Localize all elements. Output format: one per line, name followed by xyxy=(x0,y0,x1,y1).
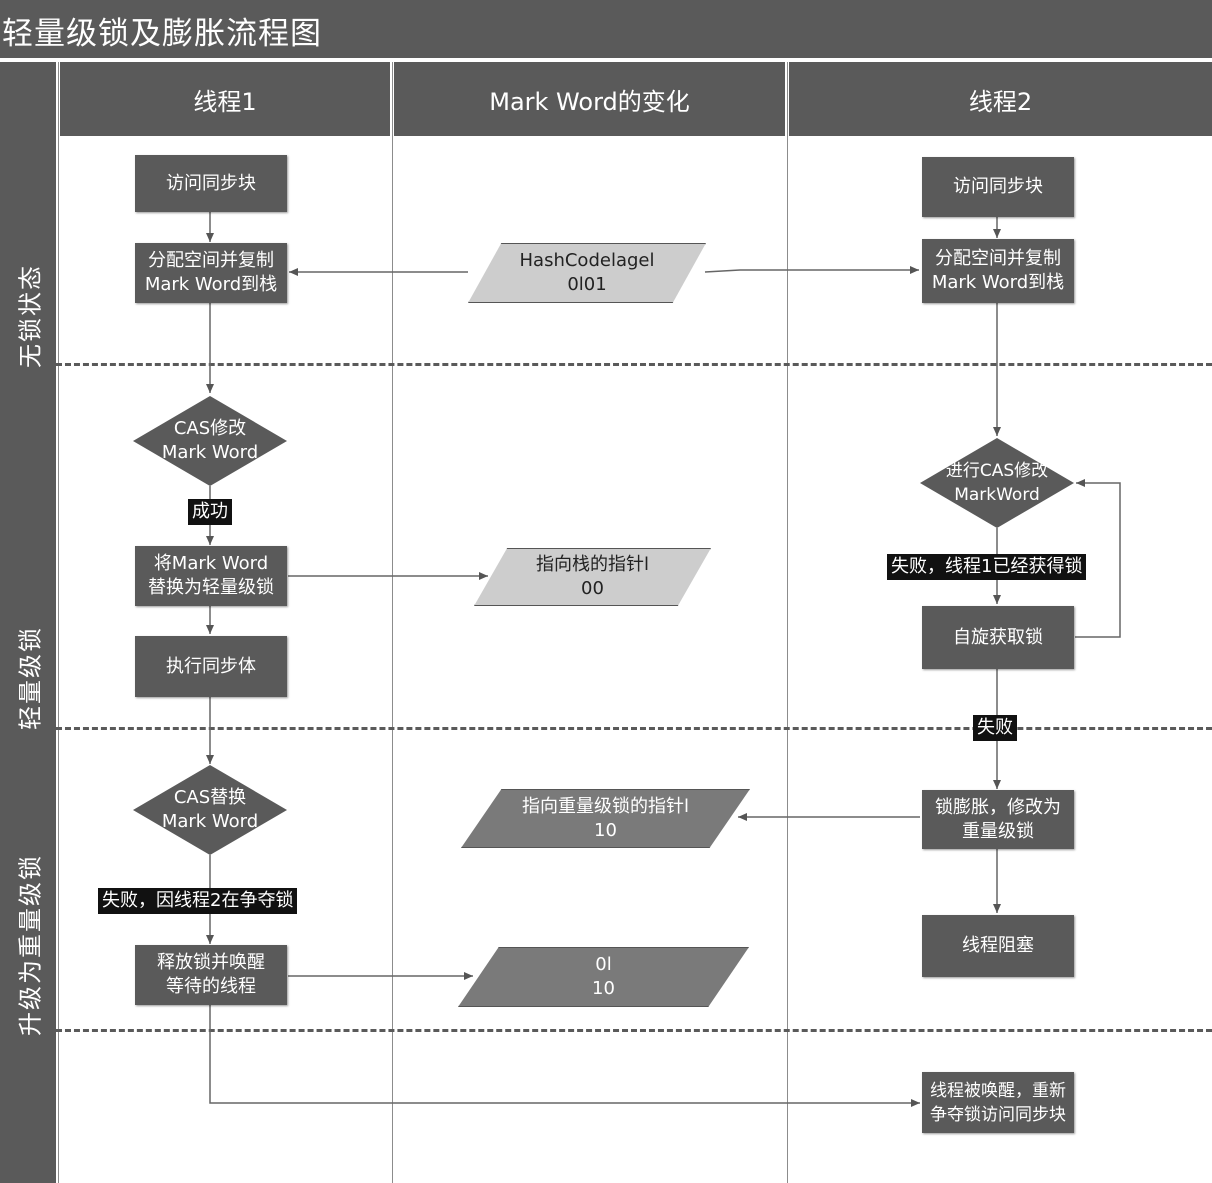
t2-cas-modify-diamond: 进行CAS修改 MarkWord xyxy=(920,438,1074,528)
column-header-thread2: 线程2 xyxy=(789,62,1212,136)
t2-fail-tag: 失败 xyxy=(973,715,1017,741)
box-label: 访问同步块 xyxy=(953,176,1043,197)
para-label: 指向栈的指针l xyxy=(535,554,649,575)
phase-column xyxy=(0,62,56,1183)
page-title: 轻量级锁及膨胀流程图 xyxy=(2,16,322,52)
para-label: 指向重量级锁的指针l xyxy=(521,795,689,817)
phase-divider xyxy=(56,727,1212,730)
mw-stack-pointer-para: 指向栈的指针l 00 xyxy=(474,548,711,606)
t2-fail-tag-locked: 失败，线程1已经获得锁 xyxy=(887,554,1087,580)
t2-alloc-copy-box: 分配空间并复制 Mark Word到栈 xyxy=(922,239,1074,303)
mw-hashcode-para: HashCodelagel 0l01 xyxy=(468,243,706,303)
box-label: 替换为轻量级锁 xyxy=(148,577,274,598)
lane-divider xyxy=(787,62,788,1183)
t1-exec-sync-box: 执行同步体 xyxy=(135,636,287,697)
t1-access-sync-box: 访问同步块 xyxy=(135,155,287,212)
t1-release-wake-box: 释放锁并唤醒 等待的线程 xyxy=(135,945,287,1005)
t1-alloc-copy-box: 分配空间并复制 Mark Word到栈 xyxy=(135,243,287,303)
para-label: HashCodelagel xyxy=(519,250,655,271)
box-label: 锁膨胀，修改为 xyxy=(935,796,1061,818)
t2-blocked-box: 线程阻塞 xyxy=(922,915,1074,977)
box-label: 将Mark Word xyxy=(153,553,269,574)
t1-fail-tag: 失败，因线程2在争夺锁 xyxy=(98,888,298,914)
t1-cas-modify-diamond: CAS修改 Mark Word xyxy=(133,396,287,486)
t2-inflate-box: 锁膨胀，修改为 重量级锁 xyxy=(922,790,1074,849)
lane-divider xyxy=(392,62,393,1183)
t2-woken-box: 线程被唤醒，重新 争夺锁访问同步块 xyxy=(922,1072,1074,1133)
title-bar: 轻量级锁及膨胀流程图 xyxy=(0,0,1212,58)
arrow xyxy=(1075,479,1121,638)
column-header-markword: Mark Word的变化 xyxy=(394,62,785,136)
box-label: Mark Word到栈 xyxy=(931,272,1065,293)
box-label: 分配空间并复制 xyxy=(935,248,1061,269)
box-label: 分配空间并复制 xyxy=(148,250,274,271)
lane-divider xyxy=(58,62,59,1183)
mw-heavy-pointer-para: 指向重量级锁的指针l 10 xyxy=(461,789,750,848)
para-label: 0l xyxy=(595,954,612,975)
box-label: 线程阻塞 xyxy=(962,935,1034,956)
t1-cas-replace-diamond: CAS替换 Mark Word xyxy=(133,765,287,855)
diamond-label: Mark Word xyxy=(161,442,259,463)
box-label: 自旋获取锁 xyxy=(953,626,1043,648)
box-label: 等待的线程 xyxy=(166,976,256,997)
diamond-label: Mark Word xyxy=(161,811,259,832)
t2-spin-box: 自旋获取锁 xyxy=(922,606,1074,669)
diamond-label: 进行CAS修改 xyxy=(945,461,1049,481)
arrow xyxy=(209,1005,920,1107)
para-label: 10 xyxy=(592,978,615,999)
box-label: Mark Word到栈 xyxy=(144,274,278,295)
box-label: 重量级锁 xyxy=(962,820,1034,842)
t1-success-tag: 成功 xyxy=(188,499,232,525)
box-label: 释放锁并唤醒 xyxy=(157,952,265,973)
para-label: 10 xyxy=(594,819,617,841)
diamond-label: MarkWord xyxy=(954,485,1040,505)
box-label: 线程被唤醒，重新 xyxy=(930,1080,1066,1101)
phase-divider xyxy=(56,363,1212,366)
box-label: 访问同步块 xyxy=(166,172,256,194)
mw-released-para: 0l 10 xyxy=(458,947,749,1007)
t1-replace-lw-box: 将Mark Word 替换为轻量级锁 xyxy=(135,546,287,606)
diamond-label: CAS修改 xyxy=(173,418,247,439)
box-label: 争夺锁访问同步块 xyxy=(930,1104,1066,1125)
para-label: 00 xyxy=(581,578,604,599)
arrow xyxy=(704,266,919,274)
t2-access-sync-box: 访问同步块 xyxy=(922,157,1074,217)
column-header-thread1: 线程1 xyxy=(60,62,390,136)
diamond-label: CAS替换 xyxy=(173,787,247,808)
box-label: 执行同步体 xyxy=(166,655,256,677)
para-label: 0l01 xyxy=(567,274,607,295)
phase-divider xyxy=(56,1029,1212,1032)
